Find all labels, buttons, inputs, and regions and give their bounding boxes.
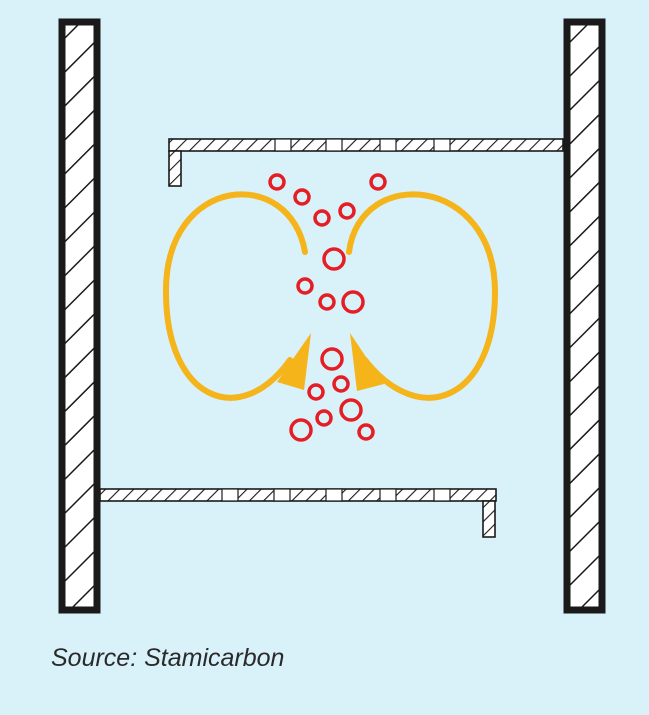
bubble [320, 347, 344, 371]
bubble [357, 423, 375, 441]
tray-hole [433, 488, 451, 502]
bubble [369, 173, 387, 191]
bubble [322, 247, 346, 271]
bubble [307, 383, 325, 401]
lower-sieve-tray [99, 488, 497, 538]
bubble [293, 188, 311, 206]
right-column-wall [563, 18, 606, 614]
bubble [318, 293, 336, 311]
bubble [315, 409, 333, 427]
bubble [296, 277, 314, 295]
bubble [341, 290, 365, 314]
tray-hole [273, 488, 291, 502]
tray-hole [325, 138, 343, 152]
right-circulation-arrow [346, 191, 499, 401]
lower-tray-weir [482, 500, 496, 538]
source-caption: Source: Stamicarbon [51, 644, 285, 672]
bubble [332, 375, 350, 393]
circulation-arrows [162, 191, 499, 401]
tray-hole [433, 138, 451, 152]
bubble [268, 173, 286, 191]
tray-hole [379, 138, 397, 152]
bubble [338, 202, 356, 220]
left-circulation-arrow [162, 191, 308, 401]
upper-tray-weir [168, 150, 182, 187]
bubble [313, 209, 331, 227]
bubble [339, 398, 363, 422]
tray-hole [274, 138, 292, 152]
left-arrow-head [277, 333, 311, 390]
arrow-heads [277, 333, 384, 391]
right-arrow-head [350, 333, 384, 391]
tray-hole [221, 488, 239, 502]
upper-sieve-tray [168, 138, 564, 187]
bubble [289, 418, 313, 442]
left-column-wall [58, 18, 101, 614]
tray-hole [325, 488, 343, 502]
tray-hole [379, 488, 397, 502]
column-tray-diagram [58, 18, 606, 614]
gas-bubbles [268, 173, 387, 442]
